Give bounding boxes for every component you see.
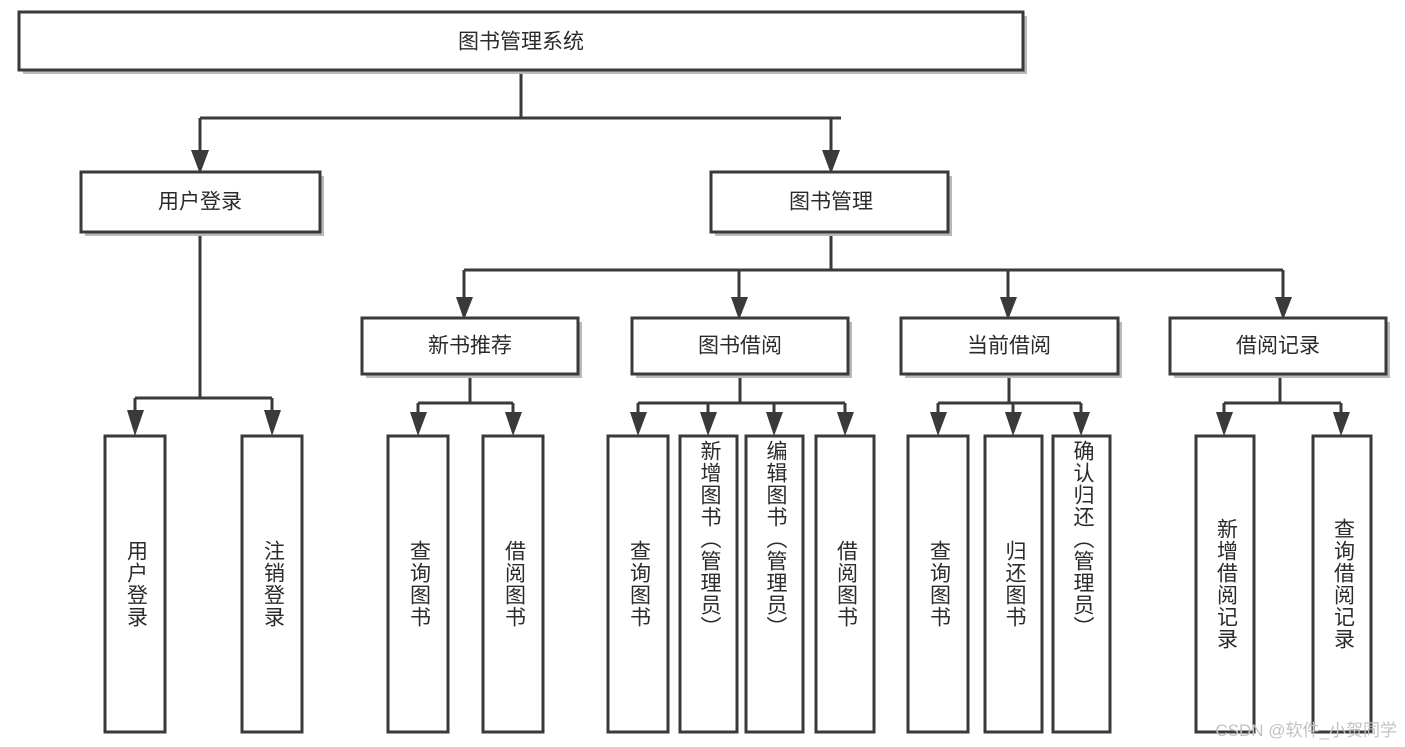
arrow-to-new-book-rec [456,297,473,320]
node-book-borrow-label: 图书借阅 [698,335,782,358]
arrow-to-leaf-user-logout [264,410,281,436]
arrow-to-leaf-query-book-3 [930,412,947,436]
arrow-to-leaf-borrow-book-2 [837,412,854,436]
node-leaf-return-book[interactable] [983,434,1044,734]
node-borrow-record[interactable] [1168,316,1388,376]
arrow-to-leaf-return-book [1005,412,1022,436]
arrow-to-leaf-add-record [1216,412,1233,436]
node-new-book-rec[interactable] [360,316,580,376]
arrow-to-borrow-record [1275,297,1292,320]
csdn-watermark: CSDN @软件_小贺同学 [1215,721,1397,740]
node-leaf-add-book[interactable] [678,434,739,734]
node-new-book-rec-label: 新书推荐 [428,335,512,358]
node-root[interactable] [17,10,1025,72]
arrow-to-book-borrow [731,297,748,320]
connector-layer [127,72,1350,436]
arrow-to-leaf-edit-book [766,412,783,436]
arrow-to-leaf-borrow-book-1 [505,412,522,436]
node-leaf-query-book-2[interactable] [606,434,670,734]
arrow-to-leaf-query-book-1 [410,412,427,436]
arrow-to-leaf-query-record [1333,412,1350,436]
node-leaf-add-record[interactable] [1194,434,1256,734]
arrow-to-leaf-user-login [127,410,144,436]
arrow-to-leaf-add-book [700,412,717,436]
arrow-to-leaf-confirm-return [1073,412,1090,436]
node-leaf-borrow-book-1[interactable] [481,434,545,734]
arrow-to-book-manage [822,150,840,174]
node-borrow-record-label: 借阅记录 [1236,335,1320,358]
node-leaf-query-record[interactable] [1311,434,1373,734]
node-leaf-query-book-1[interactable] [386,434,450,734]
node-leaf-query-book-3[interactable] [906,434,970,734]
node-layer: 图书管理系统 用户登录 图书管理 新书推荐 图书借阅 当前借阅 借阅记录 [17,10,1390,734]
node-book-manage-label: 图书管理 [789,191,873,214]
node-user-login-label: 用户登录 [158,191,242,214]
arrow-to-leaf-query-book-2 [630,412,647,436]
node-leaf-user-logout[interactable] [240,434,304,734]
node-leaf-borrow-book-2[interactable] [814,434,876,734]
node-root-label: 图书管理系统 [458,31,584,54]
arrow-to-user-login [191,150,209,174]
node-leaf-edit-book[interactable] [744,434,805,734]
arrow-to-current-borrow [1000,297,1017,320]
node-book-borrow[interactable] [630,316,850,376]
node-current-borrow[interactable] [899,316,1120,376]
node-current-borrow-label: 当前借阅 [967,335,1051,358]
node-book-manage[interactable] [709,170,950,234]
node-leaf-confirm-return[interactable] [1051,434,1112,734]
node-leaf-user-login[interactable] [103,434,167,734]
node-user-login[interactable] [79,170,322,234]
